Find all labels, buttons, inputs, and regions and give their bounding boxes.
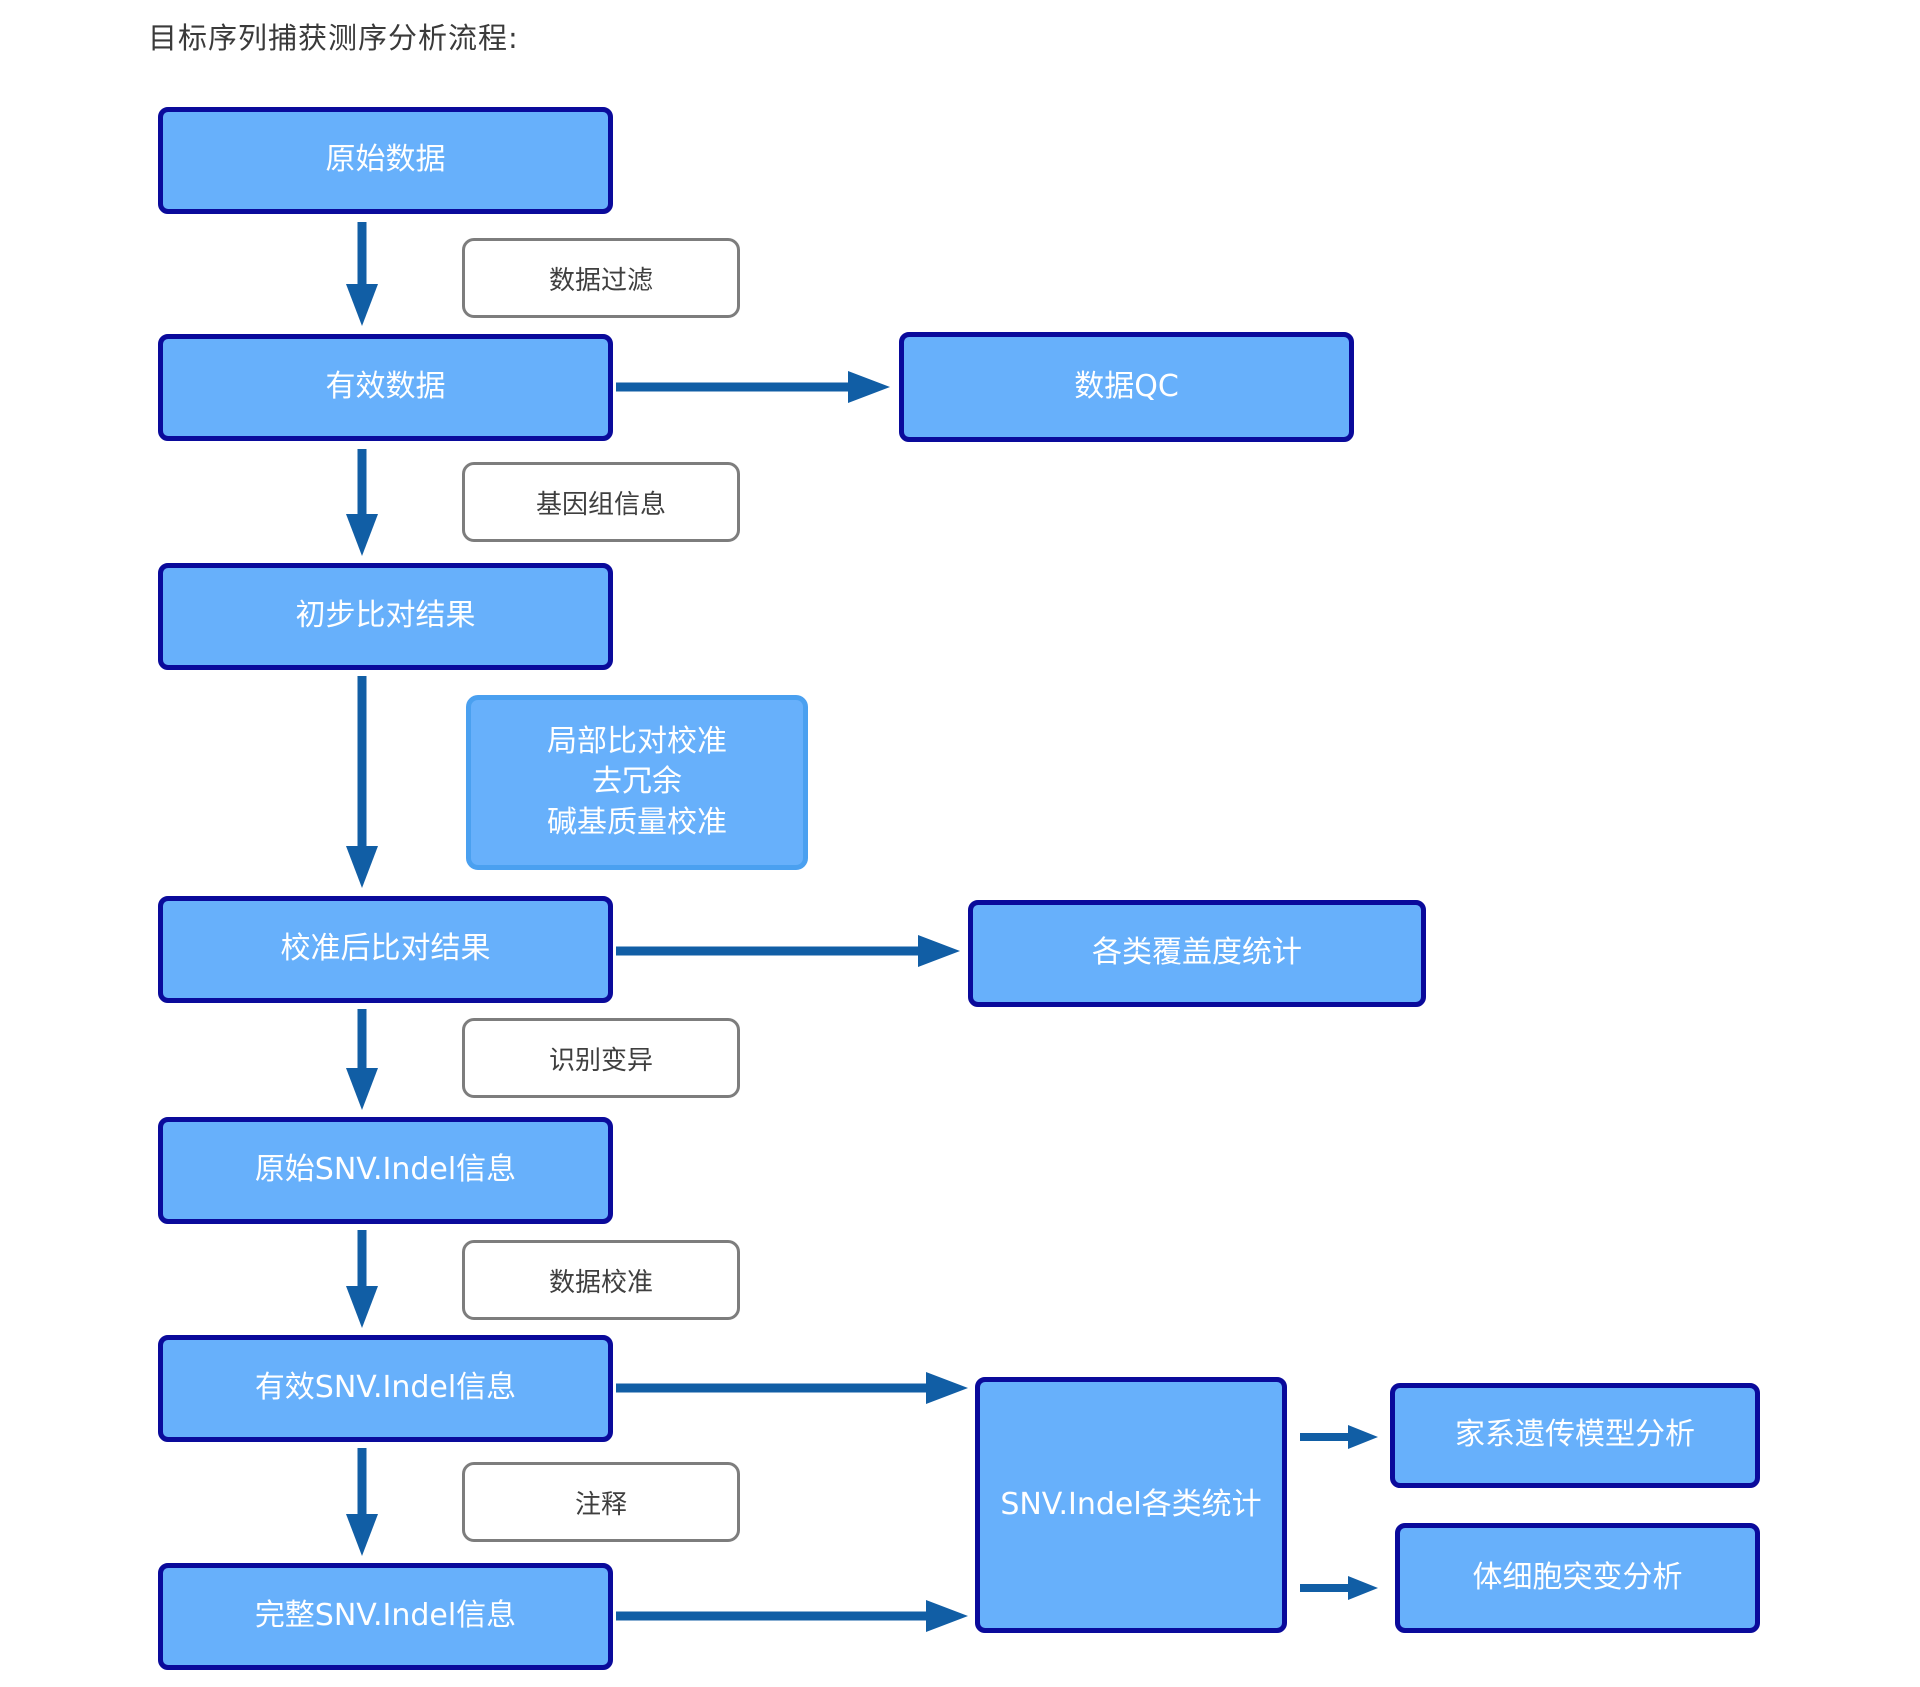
arrow-calib-align-to-raw-snv: [346, 1009, 378, 1110]
node-coverage-stats-label: 各类覆盖度统计: [1092, 935, 1302, 971]
arrow-shaft: [357, 1009, 367, 1070]
arrow-head-icon: [918, 935, 960, 967]
node-valid-data: 有效数据: [158, 334, 613, 441]
step-label-genome-info: 基因组信息: [462, 462, 740, 542]
arrow-shaft: [357, 676, 367, 848]
arrow-prelim-align-to-calib-align: [346, 676, 378, 888]
arrow-valid-snv-to-snv-stats: [616, 1372, 968, 1404]
node-calib-align: 校准后比对结果: [158, 896, 613, 1003]
arrow-head-icon: [346, 1286, 378, 1328]
step-label-variant-calling-text: 识别变异: [548, 1045, 653, 1076]
node-snv-stats-label: SNV.Indel各类统计: [1000, 1486, 1262, 1522]
node-family-model: 家系遗传模型分析: [1390, 1383, 1760, 1488]
arrow-snv-stats-to-family-model: [1300, 1424, 1378, 1450]
node-somatic-mutation-label: 体细胞突变分析: [1472, 1559, 1683, 1595]
step-label-data-calibration: 数据校准: [462, 1240, 740, 1320]
arrow-full-snv-to-snv-stats: [616, 1600, 968, 1632]
node-full-snv-label: 完整SNV.Indel信息: [254, 1598, 517, 1634]
node-somatic-mutation: 体细胞突变分析: [1395, 1523, 1760, 1633]
arrow-shaft: [357, 449, 367, 516]
arrow-raw-data-to-valid-data: [346, 222, 378, 326]
node-raw-snv-label: 原始SNV.Indel信息: [254, 1152, 517, 1188]
arrow-shaft: [1300, 1584, 1350, 1592]
arrow-head-icon: [346, 514, 378, 556]
node-local-calibration-label: 局部比对校准 去冗余 碱基质量校准: [547, 723, 727, 840]
arrow-shaft: [616, 1611, 928, 1621]
node-raw-data: 原始数据: [158, 107, 613, 214]
arrow-raw-snv-to-valid-snv: [346, 1230, 378, 1328]
arrow-shaft: [357, 1230, 367, 1288]
node-raw-data-label: 原始数据: [325, 142, 446, 178]
arrow-head-icon: [346, 1068, 378, 1110]
node-data-qc-label: 数据QC: [1074, 368, 1179, 404]
node-snv-stats: SNV.Indel各类统计: [975, 1377, 1287, 1633]
arrow-head-icon: [926, 1600, 968, 1632]
node-full-snv: 完整SNV.Indel信息: [158, 1563, 613, 1670]
arrow-head-icon: [1348, 1576, 1378, 1600]
step-label-variant-calling: 识别变异: [462, 1018, 740, 1098]
node-data-qc: 数据QC: [899, 332, 1354, 442]
node-prelim-align: 初步比对结果: [158, 563, 613, 670]
arrow-shaft: [357, 222, 367, 286]
step-label-data-calibration-text: 数据校准: [548, 1267, 653, 1298]
arrow-shaft: [616, 382, 850, 392]
arrow-shaft: [357, 1448, 367, 1516]
arrow-shaft: [616, 1383, 928, 1393]
step-label-genome-info-text: 基因组信息: [535, 489, 666, 520]
arrow-calib-align-to-coverage-stats: [616, 935, 960, 967]
step-label-annotation-text: 注释: [574, 1489, 627, 1520]
arrow-head-icon: [926, 1372, 968, 1404]
arrow-valid-data-to-data-qc: [616, 371, 890, 403]
node-valid-snv: 有效SNV.Indel信息: [158, 1335, 613, 1442]
node-local-calibration: 局部比对校准 去冗余 碱基质量校准: [466, 695, 808, 870]
arrow-head-icon: [346, 846, 378, 888]
node-prelim-align-label: 初步比对结果: [295, 598, 476, 634]
arrow-valid-data-to-prelim-align: [346, 449, 378, 556]
arrow-shaft: [616, 946, 920, 956]
node-valid-snv-label: 有效SNV.Indel信息: [254, 1370, 517, 1406]
arrow-head-icon: [848, 371, 890, 403]
page-title: 目标序列捕获测序分析流程:: [148, 21, 519, 55]
node-coverage-stats: 各类覆盖度统计: [968, 900, 1426, 1007]
arrow-snv-stats-to-somatic-mutation: [1300, 1575, 1378, 1601]
arrow-valid-snv-to-full-snv: [346, 1448, 378, 1556]
node-raw-snv: 原始SNV.Indel信息: [158, 1117, 613, 1224]
step-label-data-filter: 数据过滤: [462, 238, 740, 318]
arrow-shaft: [1300, 1433, 1350, 1441]
node-valid-data-label: 有效数据: [325, 369, 446, 405]
node-calib-align-label: 校准后比对结果: [280, 931, 491, 967]
arrow-head-icon: [346, 284, 378, 326]
arrow-head-icon: [1348, 1425, 1378, 1449]
step-label-data-filter-text: 数据过滤: [548, 265, 653, 296]
step-label-annotation: 注释: [462, 1462, 740, 1542]
node-family-model-label: 家系遗传模型分析: [1455, 1417, 1695, 1453]
arrow-head-icon: [346, 1514, 378, 1556]
